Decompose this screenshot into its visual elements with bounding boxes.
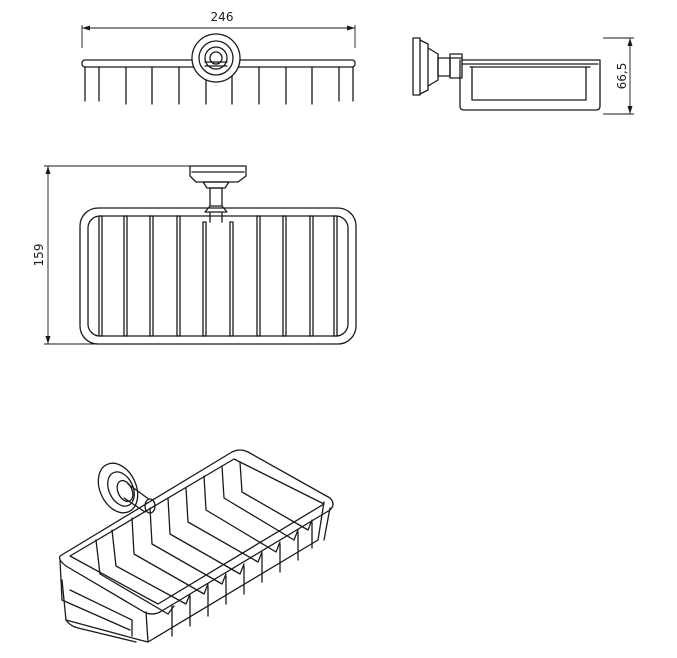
top-view: 246 — [81, 10, 356, 105]
width-label: 246 — [211, 10, 234, 24]
depth-label: 66,5 — [615, 63, 629, 90]
top-view-wires — [84, 66, 354, 105]
side-view: 66,5 — [412, 37, 634, 115]
wall-rosette-front — [191, 33, 241, 83]
depth-dimension: 66,5 — [603, 37, 634, 115]
width-dimension: 246 — [81, 10, 356, 48]
front-view: 159 — [32, 165, 357, 345]
isometric-view — [58, 449, 334, 643]
height-label: 159 — [32, 244, 46, 267]
front-view-wires — [98, 215, 338, 337]
height-dimension: 159 — [32, 165, 190, 345]
wall-rosette-iso — [97, 462, 156, 514]
iso-front-wires — [171, 521, 313, 637]
iso-wires — [95, 461, 313, 615]
